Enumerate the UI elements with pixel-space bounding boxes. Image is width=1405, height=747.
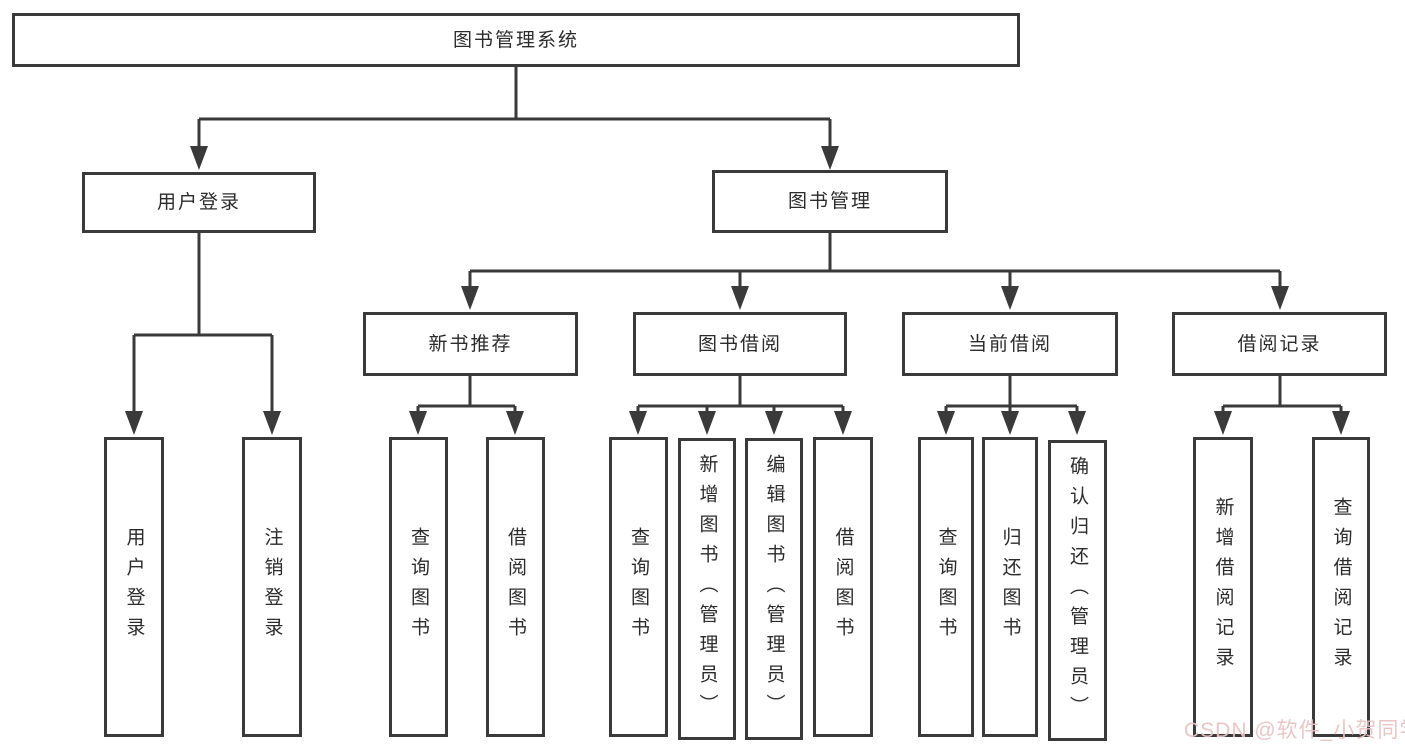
arrowhead bbox=[834, 411, 852, 435]
csdn-watermark: CSDN @软件_小贺同学 bbox=[1184, 719, 1405, 742]
leaf-query-books-recommend: 查询图书 bbox=[389, 437, 448, 737]
arrowhead bbox=[1001, 286, 1019, 310]
arrowhead bbox=[125, 411, 143, 435]
leaf-query-borrow-record-label: 查询借阅记录 bbox=[1330, 497, 1352, 677]
leaf-borrow-books-borrowing: 借阅图书 bbox=[813, 437, 873, 737]
node-book-borrowing: 图书借阅 bbox=[633, 312, 847, 376]
arrowhead bbox=[765, 411, 783, 435]
leaf-user-login-label: 用户登录 bbox=[123, 527, 145, 647]
arrowhead bbox=[1271, 286, 1289, 310]
leaf-return-books: 归还图书 bbox=[982, 437, 1038, 737]
leaf-edit-book-admin: 编辑图书（管理员） bbox=[745, 438, 803, 740]
arrowhead bbox=[698, 411, 716, 435]
node-borrowing-records: 借阅记录 bbox=[1172, 312, 1387, 376]
arrowheads bbox=[125, 146, 1350, 435]
leaf-query-books-current: 查询图书 bbox=[918, 437, 974, 737]
arrowhead bbox=[506, 411, 524, 435]
arrowhead bbox=[1214, 411, 1232, 435]
node-current-borrowing: 当前借阅 bbox=[902, 312, 1118, 376]
leaf-logout-label: 注销登录 bbox=[261, 527, 283, 647]
leaf-borrow-books-recommend-label: 借阅图书 bbox=[505, 527, 526, 647]
leaf-add-book-admin-label: 新增图书（管理员） bbox=[696, 454, 718, 724]
node-user-login-branch: 用户登录 bbox=[82, 172, 316, 233]
node-new-book-recommend: 新书推荐 bbox=[363, 312, 578, 376]
leaf-confirm-return-admin: 确认归还（管理员） bbox=[1048, 440, 1107, 741]
arrowhead bbox=[821, 146, 839, 170]
node-system-root: 图书管理系统 bbox=[12, 13, 1020, 67]
connector-newbooks-to-leaves bbox=[416, 376, 517, 416]
connector-bookmgmt-to-level3 bbox=[468, 233, 1282, 290]
arrowhead bbox=[937, 411, 955, 435]
leaf-query-books-borrowing: 查询图书 bbox=[609, 437, 668, 737]
arrowhead bbox=[461, 286, 479, 310]
arrowhead bbox=[1001, 411, 1019, 435]
arrowhead bbox=[190, 146, 208, 170]
leaf-return-books-label: 归还图书 bbox=[999, 527, 1021, 647]
arrowhead bbox=[263, 411, 281, 435]
leaf-user-login: 用户登录 bbox=[104, 437, 164, 737]
node-book-management-branch: 图书管理 bbox=[712, 170, 948, 233]
leaf-confirm-return-admin-label: 确认归还（管理员） bbox=[1067, 455, 1088, 726]
arrowhead bbox=[731, 286, 749, 310]
connector-shafts bbox=[132, 66, 1343, 416]
connector-currentborrow-to-leaves bbox=[944, 376, 1079, 416]
leaf-logout: 注销登录 bbox=[242, 437, 302, 737]
leaf-query-borrow-record: 查询借阅记录 bbox=[1312, 437, 1370, 737]
arrowhead bbox=[1068, 411, 1086, 435]
leaf-add-book-admin: 新增图书（管理员） bbox=[678, 438, 736, 740]
leaf-query-books-current-label: 查询图书 bbox=[935, 527, 957, 647]
leaf-add-borrow-record-label: 新增借阅记录 bbox=[1212, 497, 1234, 677]
arrowhead bbox=[409, 411, 427, 435]
leaf-borrow-books-borrowing-label: 借阅图书 bbox=[832, 527, 854, 647]
leaf-edit-book-admin-label: 编辑图书（管理员） bbox=[763, 454, 785, 724]
arrowhead bbox=[629, 411, 647, 435]
connector-records-to-leaves bbox=[1221, 376, 1343, 416]
leaf-borrow-books-recommend: 借阅图书 bbox=[486, 437, 545, 737]
connector-userlogin-to-leaves bbox=[132, 233, 274, 415]
leaf-add-borrow-record: 新增借阅记录 bbox=[1193, 437, 1253, 737]
leaf-query-books-borrowing-label: 查询图书 bbox=[628, 527, 649, 647]
arrowhead bbox=[1332, 411, 1350, 435]
connector-root-to-level2 bbox=[197, 66, 832, 150]
leaf-query-books-recommend-label: 查询图书 bbox=[408, 527, 429, 647]
connector-bookborrow-to-leaves bbox=[636, 376, 845, 416]
